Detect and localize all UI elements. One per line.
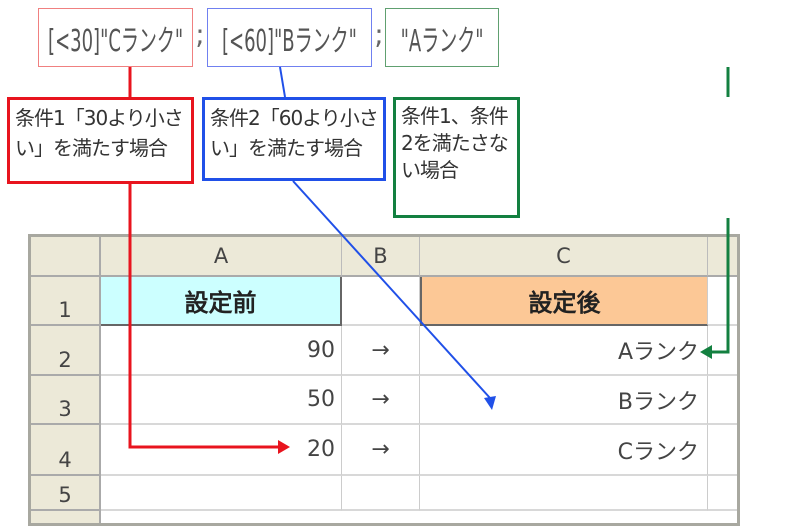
- column-header-d[interactable]: [708, 237, 737, 277]
- cell-d1[interactable]: [708, 277, 737, 326]
- row-header-4[interactable]: 4: [31, 425, 101, 476]
- cell-a1[interactable]: 設定前: [101, 277, 342, 326]
- format-condition-b: [<60]"Bランク": [207, 8, 372, 67]
- cell-a2[interactable]: 90: [101, 326, 342, 376]
- cell-b1[interactable]: [342, 277, 420, 326]
- cell-c2[interactable]: Aランク: [420, 326, 708, 376]
- blue-arrowhead: [484, 396, 496, 410]
- format-default-a: "Aランク": [385, 8, 499, 67]
- cell-b5[interactable]: [342, 476, 420, 511]
- column-header-b[interactable]: B: [342, 237, 420, 277]
- format-condition-c: [<30]"Cランク": [38, 8, 193, 67]
- cell-a3[interactable]: 50: [101, 376, 342, 425]
- green-arrowhead: [700, 345, 712, 359]
- row-header-5[interactable]: 5: [31, 476, 101, 511]
- cell-d5[interactable]: [708, 476, 737, 511]
- cell-c3[interactable]: Bランク: [420, 376, 708, 425]
- cell-a5[interactable]: [101, 476, 342, 511]
- column-header-c[interactable]: C: [420, 237, 708, 277]
- row-header-6[interactable]: [31, 511, 101, 523]
- format-default-a-text: "Aランク": [400, 23, 484, 59]
- cell-d4[interactable]: [708, 425, 737, 476]
- corner-header: [31, 237, 101, 277]
- red-connector: [128, 67, 278, 449]
- format-condition-b-text: [<60]"Bランク": [222, 23, 357, 59]
- label-otherwise: 条件1、条件2を満たさない場合: [393, 97, 520, 218]
- cell-b2[interactable]: →: [342, 326, 420, 376]
- red-arrowhead: [278, 440, 290, 454]
- row-header-1[interactable]: 1: [31, 277, 101, 326]
- spreadsheet: A B C 1 2 3 4 5 設定前 設定後 90 → Aランク 50 → B…: [28, 234, 740, 526]
- cell-a4[interactable]: 20: [101, 425, 342, 476]
- label-condition-2: 条件2「60より小さい」を満たす場合: [202, 97, 386, 181]
- separator: ;: [195, 18, 205, 51]
- row-header-3[interactable]: 3: [31, 376, 101, 425]
- separator: ;: [374, 18, 384, 51]
- cell-d3[interactable]: [708, 376, 737, 425]
- column-header-a[interactable]: A: [101, 237, 342, 277]
- row-header-2[interactable]: 2: [31, 326, 101, 376]
- label-condition-1: 条件1「30より小さい」を満たす場合: [7, 97, 194, 184]
- cell-c5[interactable]: [420, 476, 708, 511]
- cell-b3[interactable]: →: [342, 376, 420, 425]
- green-connector: [710, 67, 730, 354]
- cell-d2[interactable]: [708, 326, 737, 376]
- cell-c4[interactable]: Cランク: [420, 425, 708, 476]
- cell-c1[interactable]: 設定後: [420, 277, 708, 326]
- cell-b4[interactable]: →: [342, 425, 420, 476]
- format-condition-c-text: [<30]"Cランク": [47, 23, 184, 59]
- blue-connector: [279, 66, 491, 399]
